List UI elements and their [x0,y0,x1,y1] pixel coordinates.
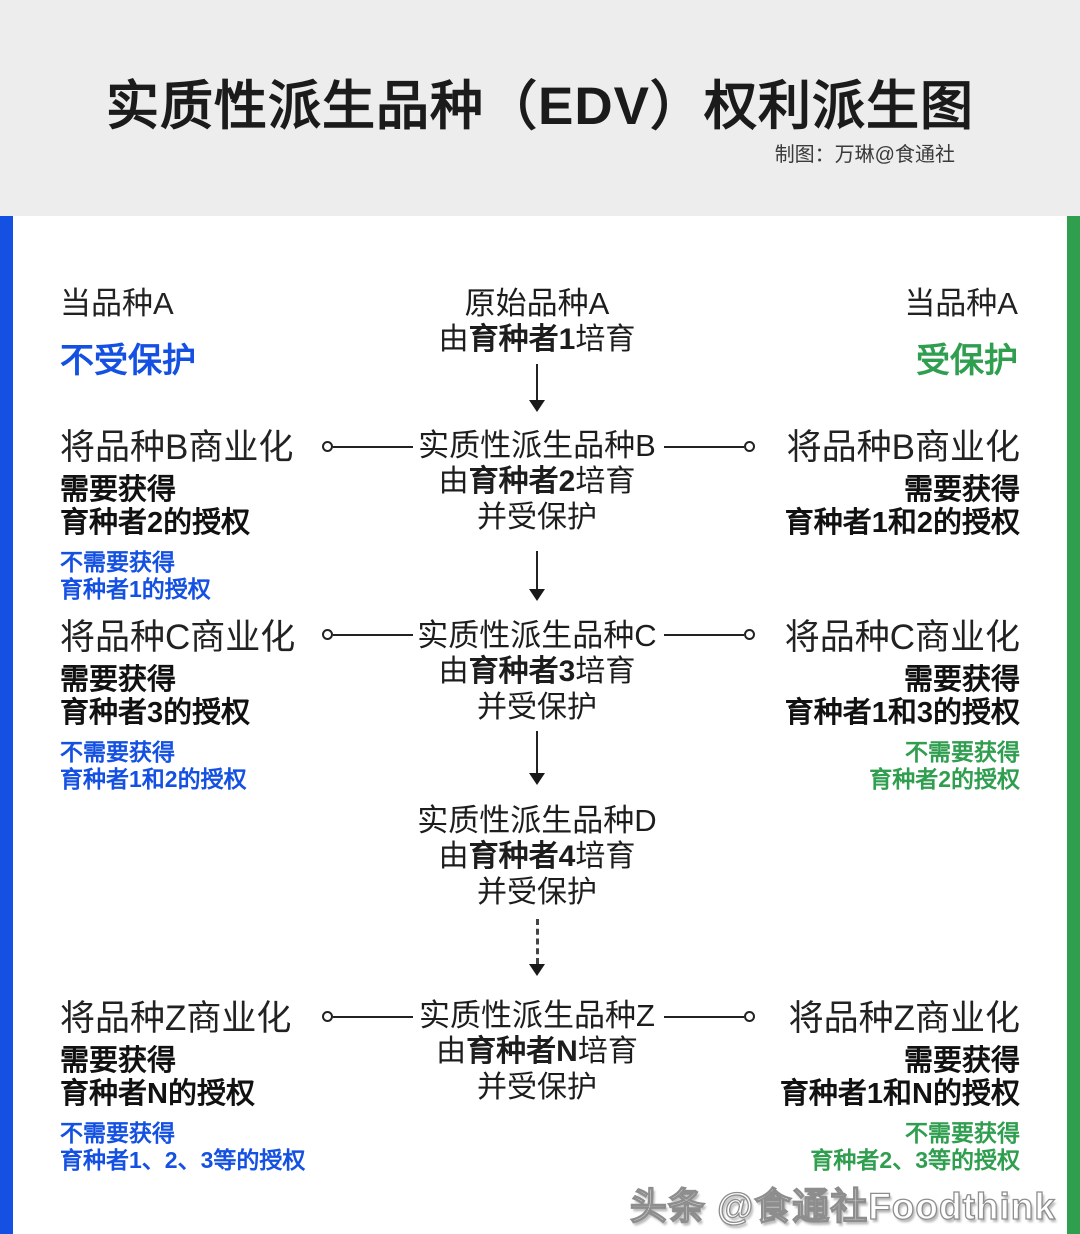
circle-endpoint-icon [744,629,755,640]
need-line: 育种者3的授权 [60,697,251,729]
circle-endpoint-icon [322,441,333,452]
breeder-name: 育种者N [466,1035,578,1068]
left-block-c: 将品种C商业化 需要获得 育种者3的授权 不需要获得 育种者1和2的授权 [60,616,380,793]
dashed-down-arrow-icon [527,919,547,976]
breeder-name: 育种者3 [468,655,576,688]
flow-node-original-a: 原始品种A 由育种者1培育 [387,286,687,358]
circle-endpoint-icon [744,441,755,452]
block-title: 将品种C商业化 [60,618,296,657]
circle-endpoint-icon [322,629,333,640]
block-title: 将品种Z商业化 [788,999,1020,1038]
flow-node-edv-b: 实质性派生品种B 由育种者2培育 并受保护 [387,428,687,536]
node-title: 原始品种A [464,286,610,321]
breeder-pre: 由 [438,465,469,498]
connector-left-c [322,629,413,640]
connector-right-b [664,441,755,452]
breeder-pre: 由 [438,655,469,688]
left-block-z: 将品种Z商业化 需要获得 育种者N的授权 不需要获得 育种者1、2、3等的授权 [60,997,380,1174]
node-title: 实质性派生品种D [417,803,657,838]
connector-left-z [322,1011,413,1022]
flow-node-edv-c: 实质性派生品种C 由育种者3培育 并受保护 [387,618,687,726]
left-intro-status: 不受保护 [60,342,196,380]
breeder-post: 培育 [577,1035,638,1068]
flow-node-edv-z: 实质性派生品种Z 由育种者N培育 并受保护 [387,998,687,1106]
need-line: 育种者2的授权 [60,507,251,539]
circle-endpoint-icon [744,1011,755,1022]
connector-left-b [322,441,413,452]
need-line: 需要获得 [60,1045,177,1077]
right-intro: 当品种A 受保护 [904,278,1018,382]
need-line: 需要获得 [60,664,177,696]
node-protected-line: 并受保护 [477,691,597,724]
node-breeder-line: 由育种者3培育 [387,654,687,690]
right-block-z: 将品种Z商业化 需要获得 育种者1和N的授权 不需要获得 育种者2、3等的授权 [700,997,1020,1174]
skip-line: 育种者1、2、3等的授权 [60,1147,306,1173]
block-title: 将品种Z商业化 [60,999,292,1038]
breeder-name: 育种者1 [468,323,576,356]
down-arrow-icon [527,731,547,785]
need-line: 需要获得 [903,474,1020,506]
green-accent-bar [1067,216,1080,1234]
left-block-b: 将品种B商业化 需要获得 育种者2的授权 不需要获得 育种者1的授权 [60,426,380,603]
watermark: 头条 @食通社Foodthink [629,1185,1056,1227]
connector-right-c [664,629,755,640]
node-title: 实质性派生品种Z [419,998,655,1033]
block-title: 将品种C商业化 [784,618,1020,657]
skip-line: 育种者2的授权 [869,766,1020,792]
node-breeder-line: 由育种者2培育 [387,464,687,500]
breeder-post: 培育 [575,840,636,873]
need-line: 需要获得 [60,474,177,506]
node-title: 实质性派生品种B [418,428,656,463]
node-breeder-line: 由育种者N培育 [387,1034,687,1070]
node-protected-line: 并受保护 [477,501,597,534]
skip-line: 不需要获得 [60,739,175,765]
breeder-pre: 由 [438,840,469,873]
breeder-post: 培育 [575,465,636,498]
breeder-name: 育种者4 [468,840,576,873]
skip-line: 不需要获得 [905,739,1020,765]
breeder-pre: 由 [438,323,469,356]
right-intro-condition: 当品种A [904,286,1018,321]
node-protected-line: 并受保护 [477,1071,597,1104]
skip-line: 不需要获得 [60,549,175,575]
node-protected-line: 并受保护 [477,876,597,909]
down-arrow-icon [527,364,547,412]
breeder-post: 培育 [575,323,636,356]
right-block-c: 将品种C商业化 需要获得 育种者1和3的授权 不需要获得 育种者2的授权 [700,616,1020,793]
right-block-b: 将品种B商业化 需要获得 育种者1和2的授权 [700,426,1020,540]
left-intro-condition: 当品种A [60,286,174,321]
breeder-pre: 由 [436,1035,467,1068]
need-line: 需要获得 [903,664,1020,696]
header-band: 实质性派生品种（EDV）权利派生图 制图：万琳@食通社 [0,0,1080,216]
node-title: 实质性派生品种C [417,618,657,653]
connector-right-z [664,1011,755,1022]
need-line: 育种者1和3的授权 [784,697,1020,729]
right-intro-status: 受保护 [916,342,1018,380]
left-intro: 当品种A 不受保护 [60,278,196,382]
block-title: 将品种B商业化 [60,428,294,467]
skip-line: 育种者2、3等的授权 [810,1147,1020,1173]
flow-node-edv-d: 实质性派生品种D 由育种者4培育 并受保护 [387,803,687,911]
breeder-name: 育种者2 [468,465,576,498]
need-line: 育种者1和2的授权 [784,507,1020,539]
block-title: 将品种B商业化 [786,428,1020,467]
page-title: 实质性派生品种（EDV）权利派生图 [106,77,974,136]
circle-endpoint-icon [322,1011,333,1022]
breeder-post: 培育 [575,655,636,688]
node-breeder-line: 由育种者1培育 [387,322,687,358]
blue-accent-bar [0,216,13,1234]
skip-line: 育种者1的授权 [60,576,211,602]
need-line: 需要获得 [903,1045,1020,1077]
node-breeder-line: 由育种者4培育 [387,839,687,875]
skip-line: 不需要获得 [905,1120,1020,1146]
need-line: 育种者1和N的授权 [779,1078,1020,1110]
need-line: 育种者N的授权 [60,1078,255,1110]
skip-line: 育种者1和2的授权 [60,766,247,792]
credit-line: 制图：万琳@食通社 [774,144,955,166]
down-arrow-icon [527,551,547,601]
skip-line: 不需要获得 [60,1120,175,1146]
